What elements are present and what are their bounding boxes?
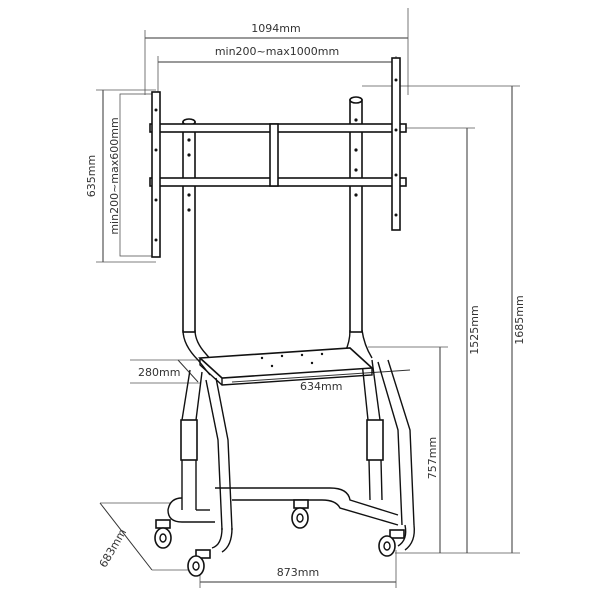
label-bracket-height: 635mm (85, 155, 98, 197)
caster-back-right (291, 499, 309, 529)
dim-max-height: 1685mm (362, 85, 526, 554)
dim-shelf-height: 757mm (368, 346, 448, 553)
base-frame (167, 487, 415, 553)
dim-bracket-height: 635mm (85, 89, 156, 263)
caster-front-right (378, 529, 405, 557)
center-bracket (269, 123, 279, 187)
pole-left (182, 118, 219, 376)
vesa-arm-left (151, 91, 161, 258)
dim-base-depth: 683mm (97, 502, 190, 571)
label-min-height: 1525mm (468, 305, 481, 354)
dim-overall-width: 1094mm (144, 8, 409, 95)
label-base-width: 873mm (277, 566, 319, 579)
dim-shelf-depth: 280mm (130, 359, 200, 384)
leg-left (180, 369, 233, 531)
label-shelf-height: 757mm (426, 437, 439, 479)
label-max-height: 1685mm (513, 295, 526, 344)
dim-vesa-horizontal: min200~max1000mm (157, 45, 397, 95)
label-vesa-horizontal: min200~max1000mm (215, 45, 339, 58)
caster-front-left (187, 549, 211, 577)
pole-right (344, 96, 373, 359)
label-shelf-width: 634mm (300, 380, 342, 393)
dim-vesa-vertical: min200~max600mm (108, 93, 157, 257)
dim-min-height: 1525mm (405, 127, 481, 553)
dim-base-width: 873mm (199, 550, 397, 588)
leg-right (361, 359, 415, 526)
vesa-arm-right (391, 57, 401, 231)
caster-back-left (154, 519, 172, 549)
label-overall-width: 1094mm (251, 22, 300, 35)
pole-bolts (187, 118, 358, 212)
label-vesa-vertical: min200~max600mm (108, 117, 121, 234)
shelf (198, 347, 374, 386)
label-base-depth: 683mm (97, 527, 129, 570)
label-shelf-depth: 280mm (138, 366, 180, 379)
